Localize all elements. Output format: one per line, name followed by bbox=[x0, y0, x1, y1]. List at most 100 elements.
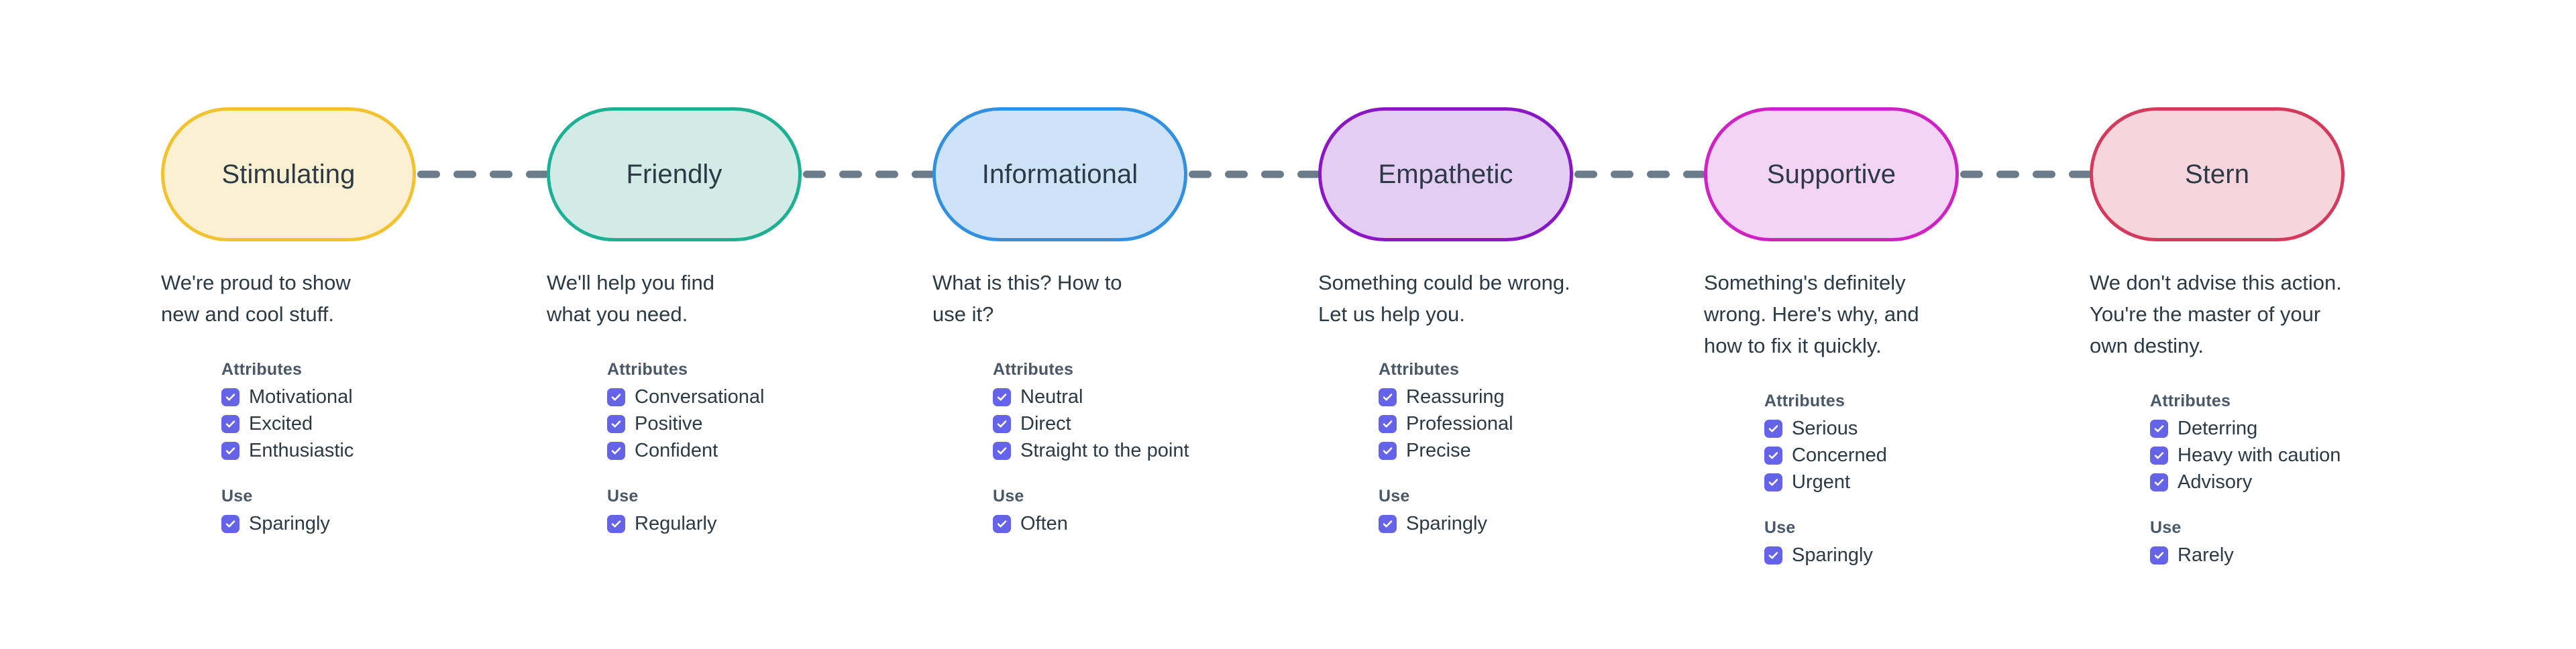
attributes-heading: Attributes bbox=[993, 360, 1074, 379]
checkbox-row[interactable]: Regularly bbox=[607, 514, 909, 534]
dash-segment bbox=[1261, 170, 1284, 178]
description-line: wrong. Here's why, and bbox=[1704, 302, 1919, 327]
checkmark-icon[interactable] bbox=[2150, 419, 2168, 438]
checkbox-label: Enthusiastic bbox=[249, 439, 354, 461]
checkmark-icon[interactable] bbox=[1764, 419, 1782, 438]
checkmark-icon[interactable] bbox=[1764, 546, 1782, 565]
checkbox-row[interactable]: Straight to the point bbox=[993, 440, 1295, 461]
checkmark-icon[interactable] bbox=[2150, 473, 2168, 491]
checkmark-icon[interactable] bbox=[2150, 446, 2168, 465]
checkbox-row[interactable]: Sparingly bbox=[221, 514, 523, 534]
checkbox-row[interactable]: Concerned bbox=[1764, 445, 2066, 465]
checkmark-icon[interactable] bbox=[1379, 388, 1397, 406]
use-heading: Use bbox=[1379, 487, 1410, 506]
checkmark-icon[interactable] bbox=[607, 514, 625, 533]
checkbox-row[interactable]: Motivational bbox=[221, 387, 523, 407]
tone-pill-empathetic[interactable]: Empathetic bbox=[1318, 107, 1573, 241]
checkbox-row[interactable]: Sparingly bbox=[1764, 545, 2066, 565]
dash-segment bbox=[1611, 170, 1633, 178]
tone-pill-informational[interactable]: Informational bbox=[932, 107, 1187, 241]
checkbox-row[interactable]: Rarely bbox=[2150, 545, 2452, 565]
checkmark-icon[interactable] bbox=[993, 414, 1011, 433]
use-heading: Use bbox=[1764, 518, 1796, 538]
dashed-line-icon bbox=[417, 170, 549, 178]
checkmark-icon[interactable] bbox=[221, 514, 239, 533]
dash-segment bbox=[875, 170, 898, 178]
checkbox-row[interactable]: Positive bbox=[607, 414, 909, 434]
checkmark-icon[interactable] bbox=[993, 441, 1011, 460]
checkbox-row[interactable]: Direct bbox=[993, 414, 1295, 434]
description-line: new and cool stuff. bbox=[161, 302, 334, 327]
dash-segment bbox=[1960, 170, 1983, 178]
dash-segment bbox=[526, 170, 549, 178]
dash-segment bbox=[490, 170, 513, 178]
dash-segment bbox=[1996, 170, 2019, 178]
checkmark-icon[interactable] bbox=[221, 441, 239, 460]
dash-segment bbox=[1574, 170, 1597, 178]
checkmark-icon[interactable] bbox=[607, 441, 625, 460]
checkmark-icon[interactable] bbox=[1379, 514, 1397, 533]
checkbox-row[interactable]: Excited bbox=[221, 414, 523, 434]
checkbox-row[interactable]: Professional bbox=[1379, 414, 1680, 434]
checkbox-row[interactable]: Urgent bbox=[1764, 472, 2066, 492]
tone-pill-supportive[interactable]: Supportive bbox=[1704, 107, 1959, 241]
checkmark-icon[interactable] bbox=[2150, 546, 2168, 565]
checkmark-icon[interactable] bbox=[221, 414, 239, 433]
description-line: We'll help you find bbox=[547, 271, 715, 294]
checkmark-icon[interactable] bbox=[993, 388, 1011, 406]
checkbox-row[interactable]: Often bbox=[993, 514, 1295, 534]
description-line: what you need. bbox=[547, 302, 688, 327]
checkbox-label: Excited bbox=[249, 412, 313, 434]
dash-segment bbox=[803, 170, 826, 178]
checkbox-row[interactable]: Serious bbox=[1764, 418, 2066, 438]
checkbox-row[interactable]: Enthusiastic bbox=[221, 440, 523, 461]
checkbox-row[interactable]: Advisory bbox=[2150, 472, 2452, 492]
checkmark-icon[interactable] bbox=[221, 388, 239, 406]
description-line: Something could be wrong. bbox=[1318, 271, 1570, 294]
tone-pill-stimulating[interactable]: Stimulating bbox=[161, 107, 416, 241]
checkbox-label: Positive bbox=[635, 412, 703, 434]
checkbox-row[interactable]: Deterring bbox=[2150, 418, 2452, 438]
tone-pill-label: Friendly bbox=[626, 160, 722, 189]
checkbox-row[interactable]: Reassuring bbox=[1379, 387, 1680, 407]
checkmark-icon[interactable] bbox=[1764, 473, 1782, 491]
tone-pill-friendly[interactable]: Friendly bbox=[547, 107, 802, 241]
checkbox-row[interactable]: Sparingly bbox=[1379, 514, 1680, 534]
checkbox-label: Serious bbox=[1792, 417, 1858, 439]
checkbox-row[interactable]: Heavy with caution bbox=[2150, 445, 2452, 465]
checkmark-icon[interactable] bbox=[607, 414, 625, 433]
checkbox-row[interactable]: Precise bbox=[1379, 440, 1680, 461]
tone-pill-label: Stern bbox=[2184, 160, 2250, 189]
use-heading: Use bbox=[607, 487, 639, 506]
use-heading: Use bbox=[2150, 518, 2182, 538]
checkbox-label: Straight to the point bbox=[1020, 439, 1189, 461]
checkbox-row[interactable]: Conversational bbox=[607, 387, 909, 407]
checkmark-icon[interactable] bbox=[1764, 446, 1782, 465]
tone-pill-stern[interactable]: Stern bbox=[2090, 107, 2345, 241]
checkmark-icon[interactable] bbox=[1379, 414, 1397, 433]
description-line: You're the master of your bbox=[2090, 302, 2321, 327]
checkbox-row[interactable]: Confident bbox=[607, 440, 909, 461]
checkbox-row[interactable]: Neutral bbox=[993, 387, 1295, 407]
dash-segment bbox=[417, 170, 440, 178]
tone-pill-label: Informational bbox=[981, 160, 1138, 189]
checkmark-icon[interactable] bbox=[993, 514, 1011, 533]
checkmark-icon[interactable] bbox=[1379, 441, 1397, 460]
tone-description: We'll help you find what you need. bbox=[547, 267, 835, 330]
checkmark-icon[interactable] bbox=[607, 388, 625, 406]
use-heading: Use bbox=[221, 487, 253, 506]
